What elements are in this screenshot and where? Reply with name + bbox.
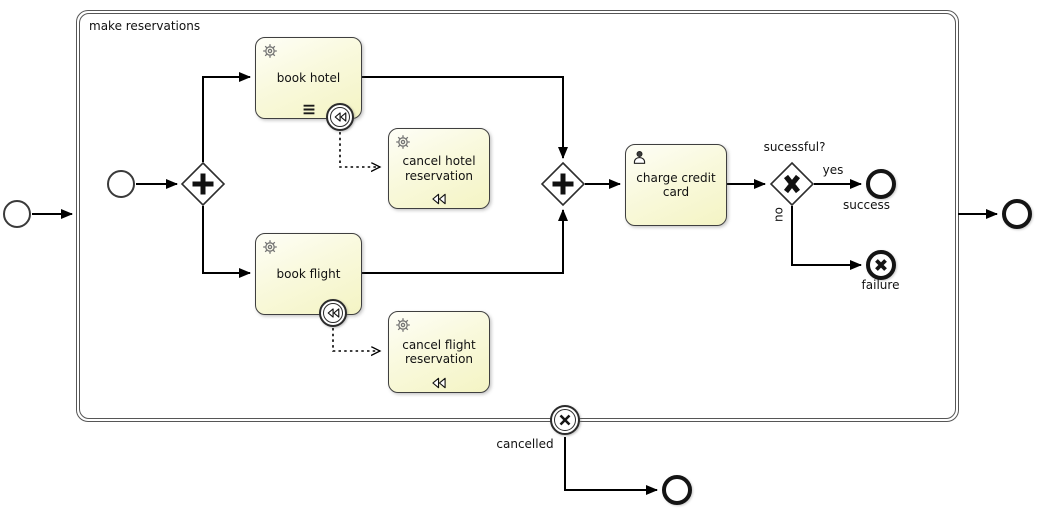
end-event-label-failure: failure [861,278,900,292]
sequential-multi-instance-icon [302,104,315,115]
parallel-plus-icon [192,173,214,195]
task-label: cancel hotel reservation [402,154,476,183]
flow-cancelled-to-outerend [564,437,658,495]
task-label: charge credit card [636,170,716,199]
parallel-gateway-join[interactable] [539,160,587,208]
gear-icon [262,43,278,59]
subprocess-label: make reservations [89,19,201,33]
parallel-gateway-split[interactable] [179,160,227,208]
subprocess-make-reservations[interactable]: make reservations [76,10,959,422]
task-charge-credit-card[interactable]: charge credit card [625,144,727,226]
end-event-success[interactable] [866,169,896,199]
xor-x-icon [783,174,801,194]
task-label: book hotel [276,70,341,85]
compensation-boundary-event-hotel[interactable] [326,103,354,131]
gear-icon [395,317,411,333]
cancel-x-icon [554,409,576,431]
gear-icon [395,134,411,150]
user-icon [632,150,647,165]
subprocess-inner-border [79,13,956,419]
exclusive-gateway-successful[interactable] [768,160,816,208]
compensation-icon [432,377,447,389]
gateway-question-label: sucessful? [763,140,826,154]
cancel-end-event-failure[interactable] [866,250,896,280]
outer-end-event-bottom[interactable] [662,475,692,505]
compensation-icon [330,107,350,127]
gear-icon [262,239,278,255]
boundary-event-label-cancelled: cancelled [496,437,554,451]
compensation-icon [323,303,343,323]
outer-start-event[interactable] [3,200,31,228]
outer-end-event-right[interactable] [1002,199,1032,229]
end-event-label-success: success [843,198,890,212]
flow-label-yes: yes [822,163,844,177]
cancel-x-icon [870,254,892,276]
task-cancel-hotel-reservation[interactable]: cancel hotel reservation [388,128,490,209]
inner-start-event[interactable] [107,170,135,198]
task-label: cancel flight reservation [402,337,476,366]
parallel-plus-icon [552,173,574,195]
task-book-flight[interactable]: book flight [255,233,362,315]
task-label: book flight [276,266,341,281]
compensation-boundary-event-flight[interactable] [319,299,347,327]
task-cancel-flight-reservation[interactable]: cancel flight reservation [388,311,490,393]
compensation-icon [432,193,447,205]
cancel-boundary-event-cancelled[interactable] [550,405,580,435]
